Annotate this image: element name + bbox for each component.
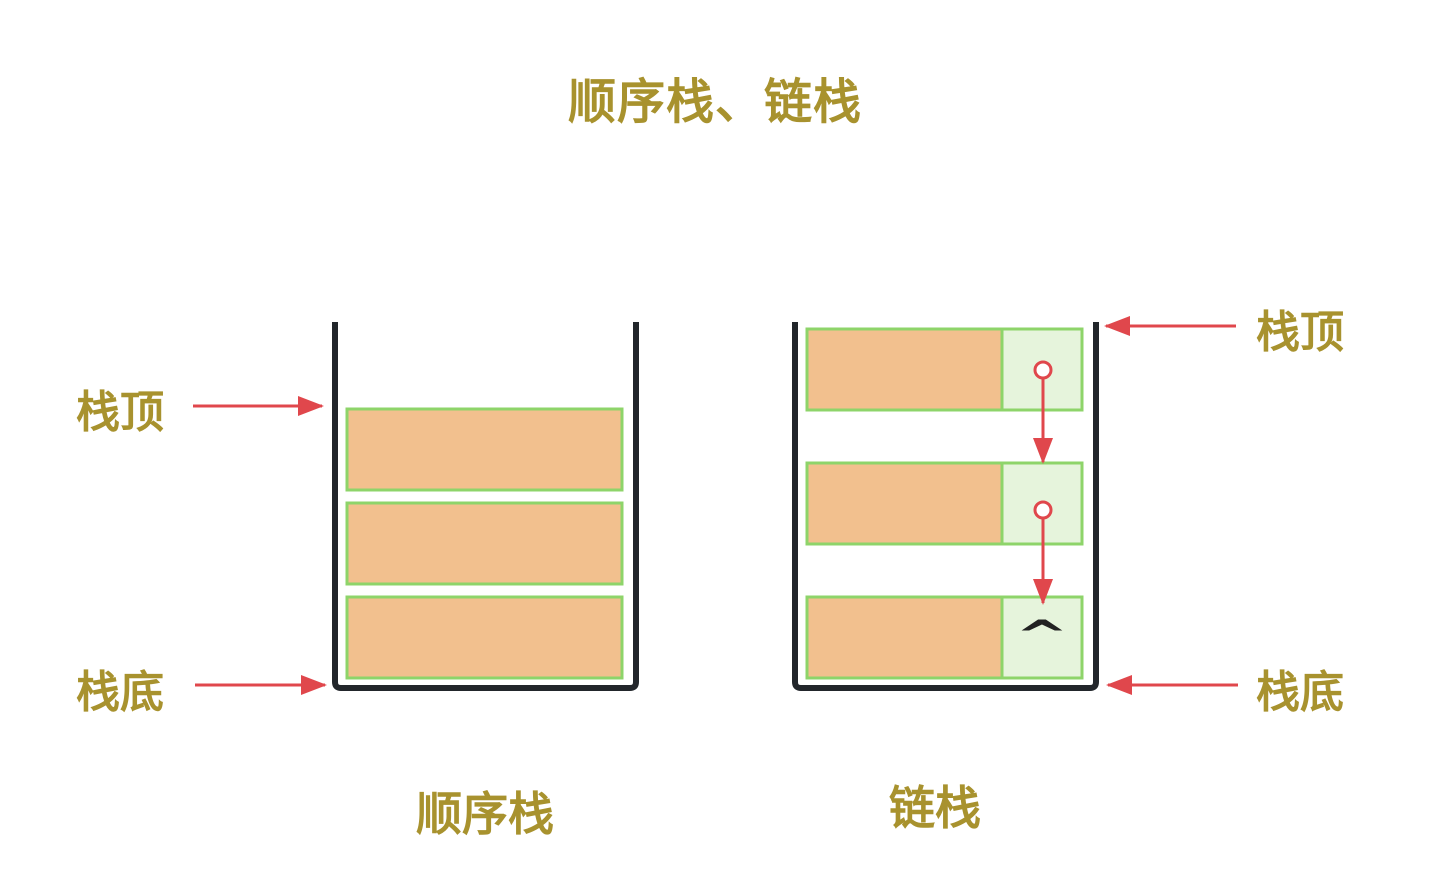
link-origin-1 xyxy=(1033,360,1053,380)
linked-node-3-data xyxy=(805,595,1004,680)
link-origin-2 xyxy=(1033,500,1053,520)
linked-node-1-data xyxy=(805,327,1004,412)
sequential-top-label: 栈顶 xyxy=(76,387,164,438)
sequential-stack-container xyxy=(332,322,639,691)
sequential-bottom-label: 栈底 xyxy=(76,667,164,718)
diagram-title: 顺序栈、链栈 xyxy=(567,74,862,130)
sequential-stack-cell-2 xyxy=(345,501,624,586)
linked-bottom-label: 栈底 xyxy=(1256,667,1344,718)
linked-stack-caption: 链栈 xyxy=(889,781,981,835)
linked-stack-container xyxy=(792,322,1099,691)
sequential-stack-caption: 顺序栈 xyxy=(416,787,554,841)
linked-top-label: 栈顶 xyxy=(1256,307,1344,358)
sequential-stack-cell-3 xyxy=(345,595,624,680)
linked-node-2-data xyxy=(805,461,1004,546)
sequential-stack-cell-1 xyxy=(345,407,624,492)
null-pointer-symbol: ^ xyxy=(1015,613,1069,659)
linked-node-3-pointer xyxy=(1000,595,1084,680)
